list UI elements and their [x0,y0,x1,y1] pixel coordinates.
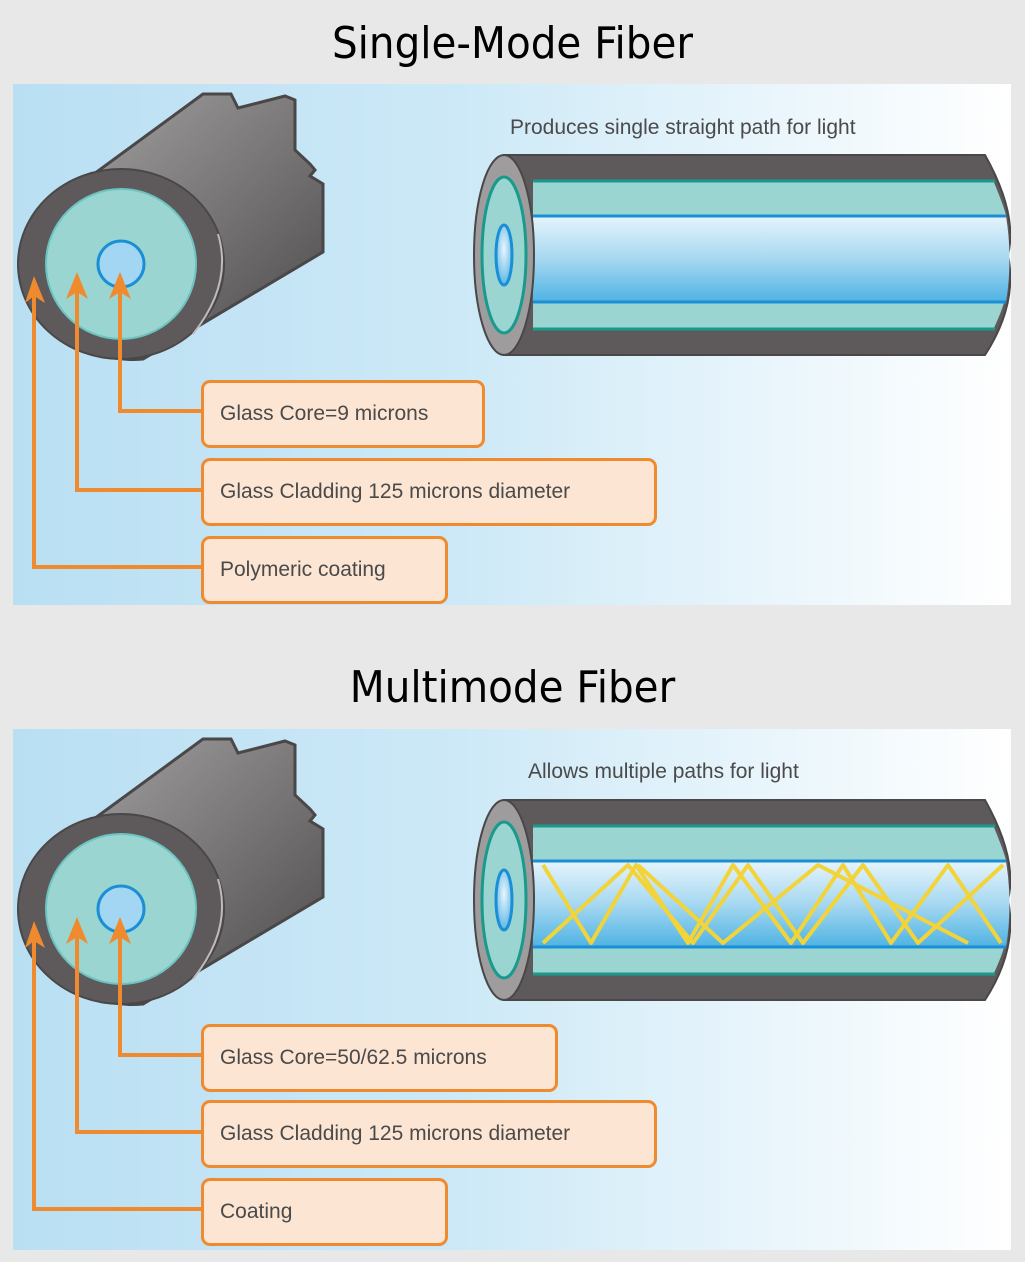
label-coating: Coating [201,1178,448,1246]
cladding-pointer-line [75,282,203,492]
coating-pointer-line [32,282,203,569]
core-pointer-line [118,927,203,1057]
label-cladding: Glass Cladding 125 microns diameter [201,1100,657,1168]
end-cap-core [494,223,514,287]
core-arrowhead-icon [109,917,131,944]
label-core: Glass Core=50/62.5 microns [201,1024,558,1092]
label-cladding: Glass Cladding 125 microns diameter [201,458,657,526]
single-mode-illustration [13,84,1011,605]
core-pointer-line [118,282,203,413]
light-path-2 [541,863,1005,945]
fiber-longitudinal-view [473,799,1011,1001]
cable-cross-section [17,737,325,1006]
multimode-illustration [13,729,1011,1250]
coating-arrowhead-icon [25,276,45,303]
light-path-3 [636,863,969,945]
label-coating: Polymeric coating [201,536,448,604]
cladding-arrowhead-icon [66,272,88,299]
cable-cross-section [17,92,325,361]
coating-arrowhead-icon [25,921,45,948]
fiber-longitudinal-view [473,154,1011,356]
multiple-light-paths [541,863,1005,945]
multimode-caption: Allows multiple paths for light [528,760,799,783]
end-cap-core [494,868,514,932]
multimode-title: Multimode Fiber [349,662,676,713]
cladding-arrowhead-icon [66,917,88,944]
light-path-1 [541,863,1003,945]
multimode-diagram: Allows multiple paths for light Glass Co… [13,729,1011,1250]
single-mode-diagram: Produces single straight path for light … [13,84,1011,605]
pointer-arrows [32,282,203,569]
core-arrowhead-icon [109,272,131,299]
cladding-pointer-line [75,927,203,1134]
cable-highlight [192,233,224,335]
single-mode-caption: Produces single straight path for light [510,116,856,139]
pointer-arrows [32,927,203,1211]
single-mode-title: Single-Mode Fiber [331,18,694,69]
cable-highlight [192,878,224,980]
label-core: Glass Core=9 microns [201,380,485,448]
coating-pointer-line [32,927,203,1211]
